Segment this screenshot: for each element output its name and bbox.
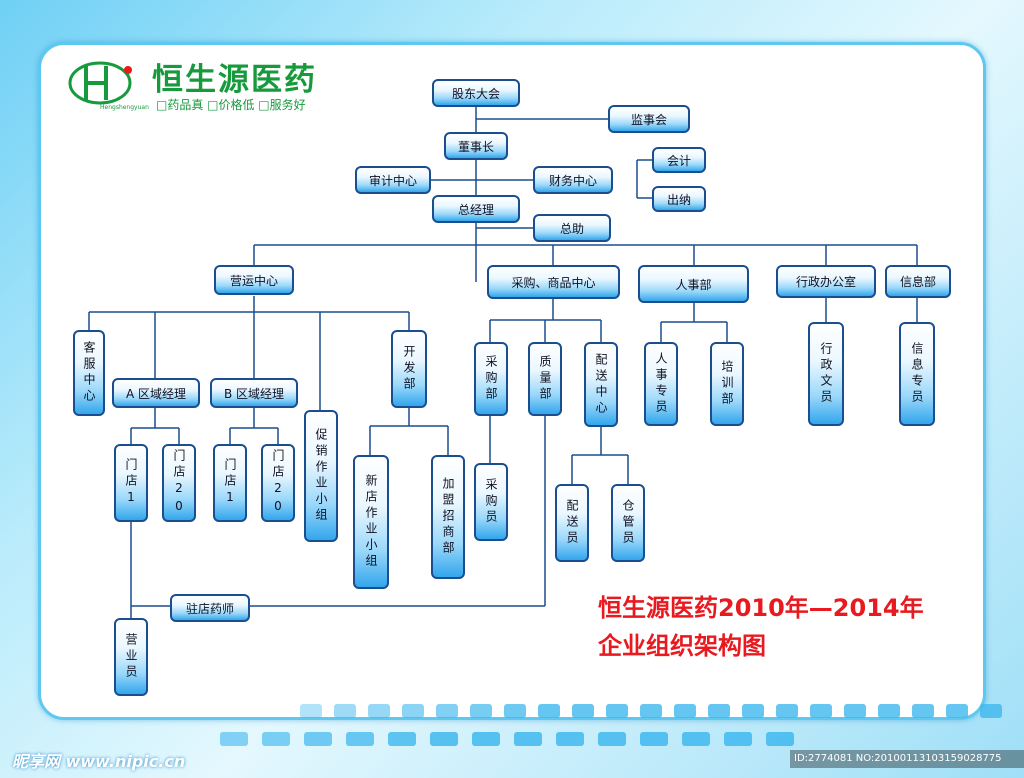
node-a-store20: 门店20 <box>162 444 196 522</box>
node-a-store1: 门店1 <box>114 444 148 522</box>
watermark-site: 昵享网 www.nipic.cn <box>12 752 186 771</box>
node-jiameng: 加盟招商部 <box>431 455 465 579</box>
node-shenji: 审计中心 <box>355 166 431 194</box>
node-gudong: 股东大会 <box>432 79 520 107</box>
node-xingzheng: 行政办公室 <box>776 265 876 298</box>
company-logo-icon <box>68 61 132 105</box>
node-peisong-center: 配送中心 <box>584 342 618 427</box>
node-b-store20: 门店20 <box>261 444 295 522</box>
node-cuxiao: 促销作业小组 <box>304 410 338 542</box>
brand-slogan: □药品真 □价格低 □服务好 <box>156 98 306 112</box>
decor-dash-row-2 <box>0 732 1024 750</box>
node-peisong-yuan: 配送员 <box>555 484 589 562</box>
node-zongzhu: 总助 <box>533 214 611 242</box>
chart-title-line2: 企业组织架构图 <box>598 632 766 660</box>
brand-name: 恒生源医药 <box>152 62 317 98</box>
brand-subtext: Hengshengyuan <box>100 104 149 111</box>
node-kefu: 客服中心 <box>73 330 105 416</box>
node-yingyun: 营运中心 <box>214 265 294 295</box>
node-zhudian: 驻店药师 <box>170 594 250 622</box>
watermark-id: ID:2774081 NO:20100113103159028775 <box>790 750 1024 768</box>
node-b-store1: 门店1 <box>213 444 247 522</box>
node-chuna: 出纳 <box>652 186 706 212</box>
decor-dash-row-1 <box>0 704 1024 722</box>
node-xindian: 新店作业小组 <box>353 455 389 589</box>
node-renshi: 人事部 <box>638 265 749 303</box>
chart-title-line1: 恒生源医药2010年—2014年 <box>598 594 924 622</box>
node-caigou-yuan: 采购员 <box>474 463 508 541</box>
node-dongshi: 董事长 <box>444 132 508 160</box>
node-zhiliang: 质量部 <box>528 342 562 416</box>
node-b-area: B 区域经理 <box>210 378 298 408</box>
node-zongjingli: 总经理 <box>432 195 520 223</box>
node-xinxi: 信息部 <box>885 265 951 298</box>
node-kaifa: 开发部 <box>391 330 427 408</box>
node-jianshi: 监事会 <box>608 105 690 133</box>
node-caigou-bu: 采购部 <box>474 342 508 416</box>
node-kuaiji: 会计 <box>652 147 706 173</box>
node-peixun: 培训部 <box>710 342 744 426</box>
node-caiwu: 财务中心 <box>533 166 613 194</box>
node-caigou-center: 采购、商品中心 <box>487 265 620 299</box>
node-renshi-zy: 人事专员 <box>644 342 678 426</box>
node-xinxi-zy: 信息专员 <box>899 322 935 426</box>
node-xingzheng-wy: 行政文员 <box>808 322 844 426</box>
node-yingye: 营业员 <box>114 618 148 696</box>
node-a-area: A 区域经理 <box>112 378 200 408</box>
node-cangguan: 仓管员 <box>611 484 645 562</box>
